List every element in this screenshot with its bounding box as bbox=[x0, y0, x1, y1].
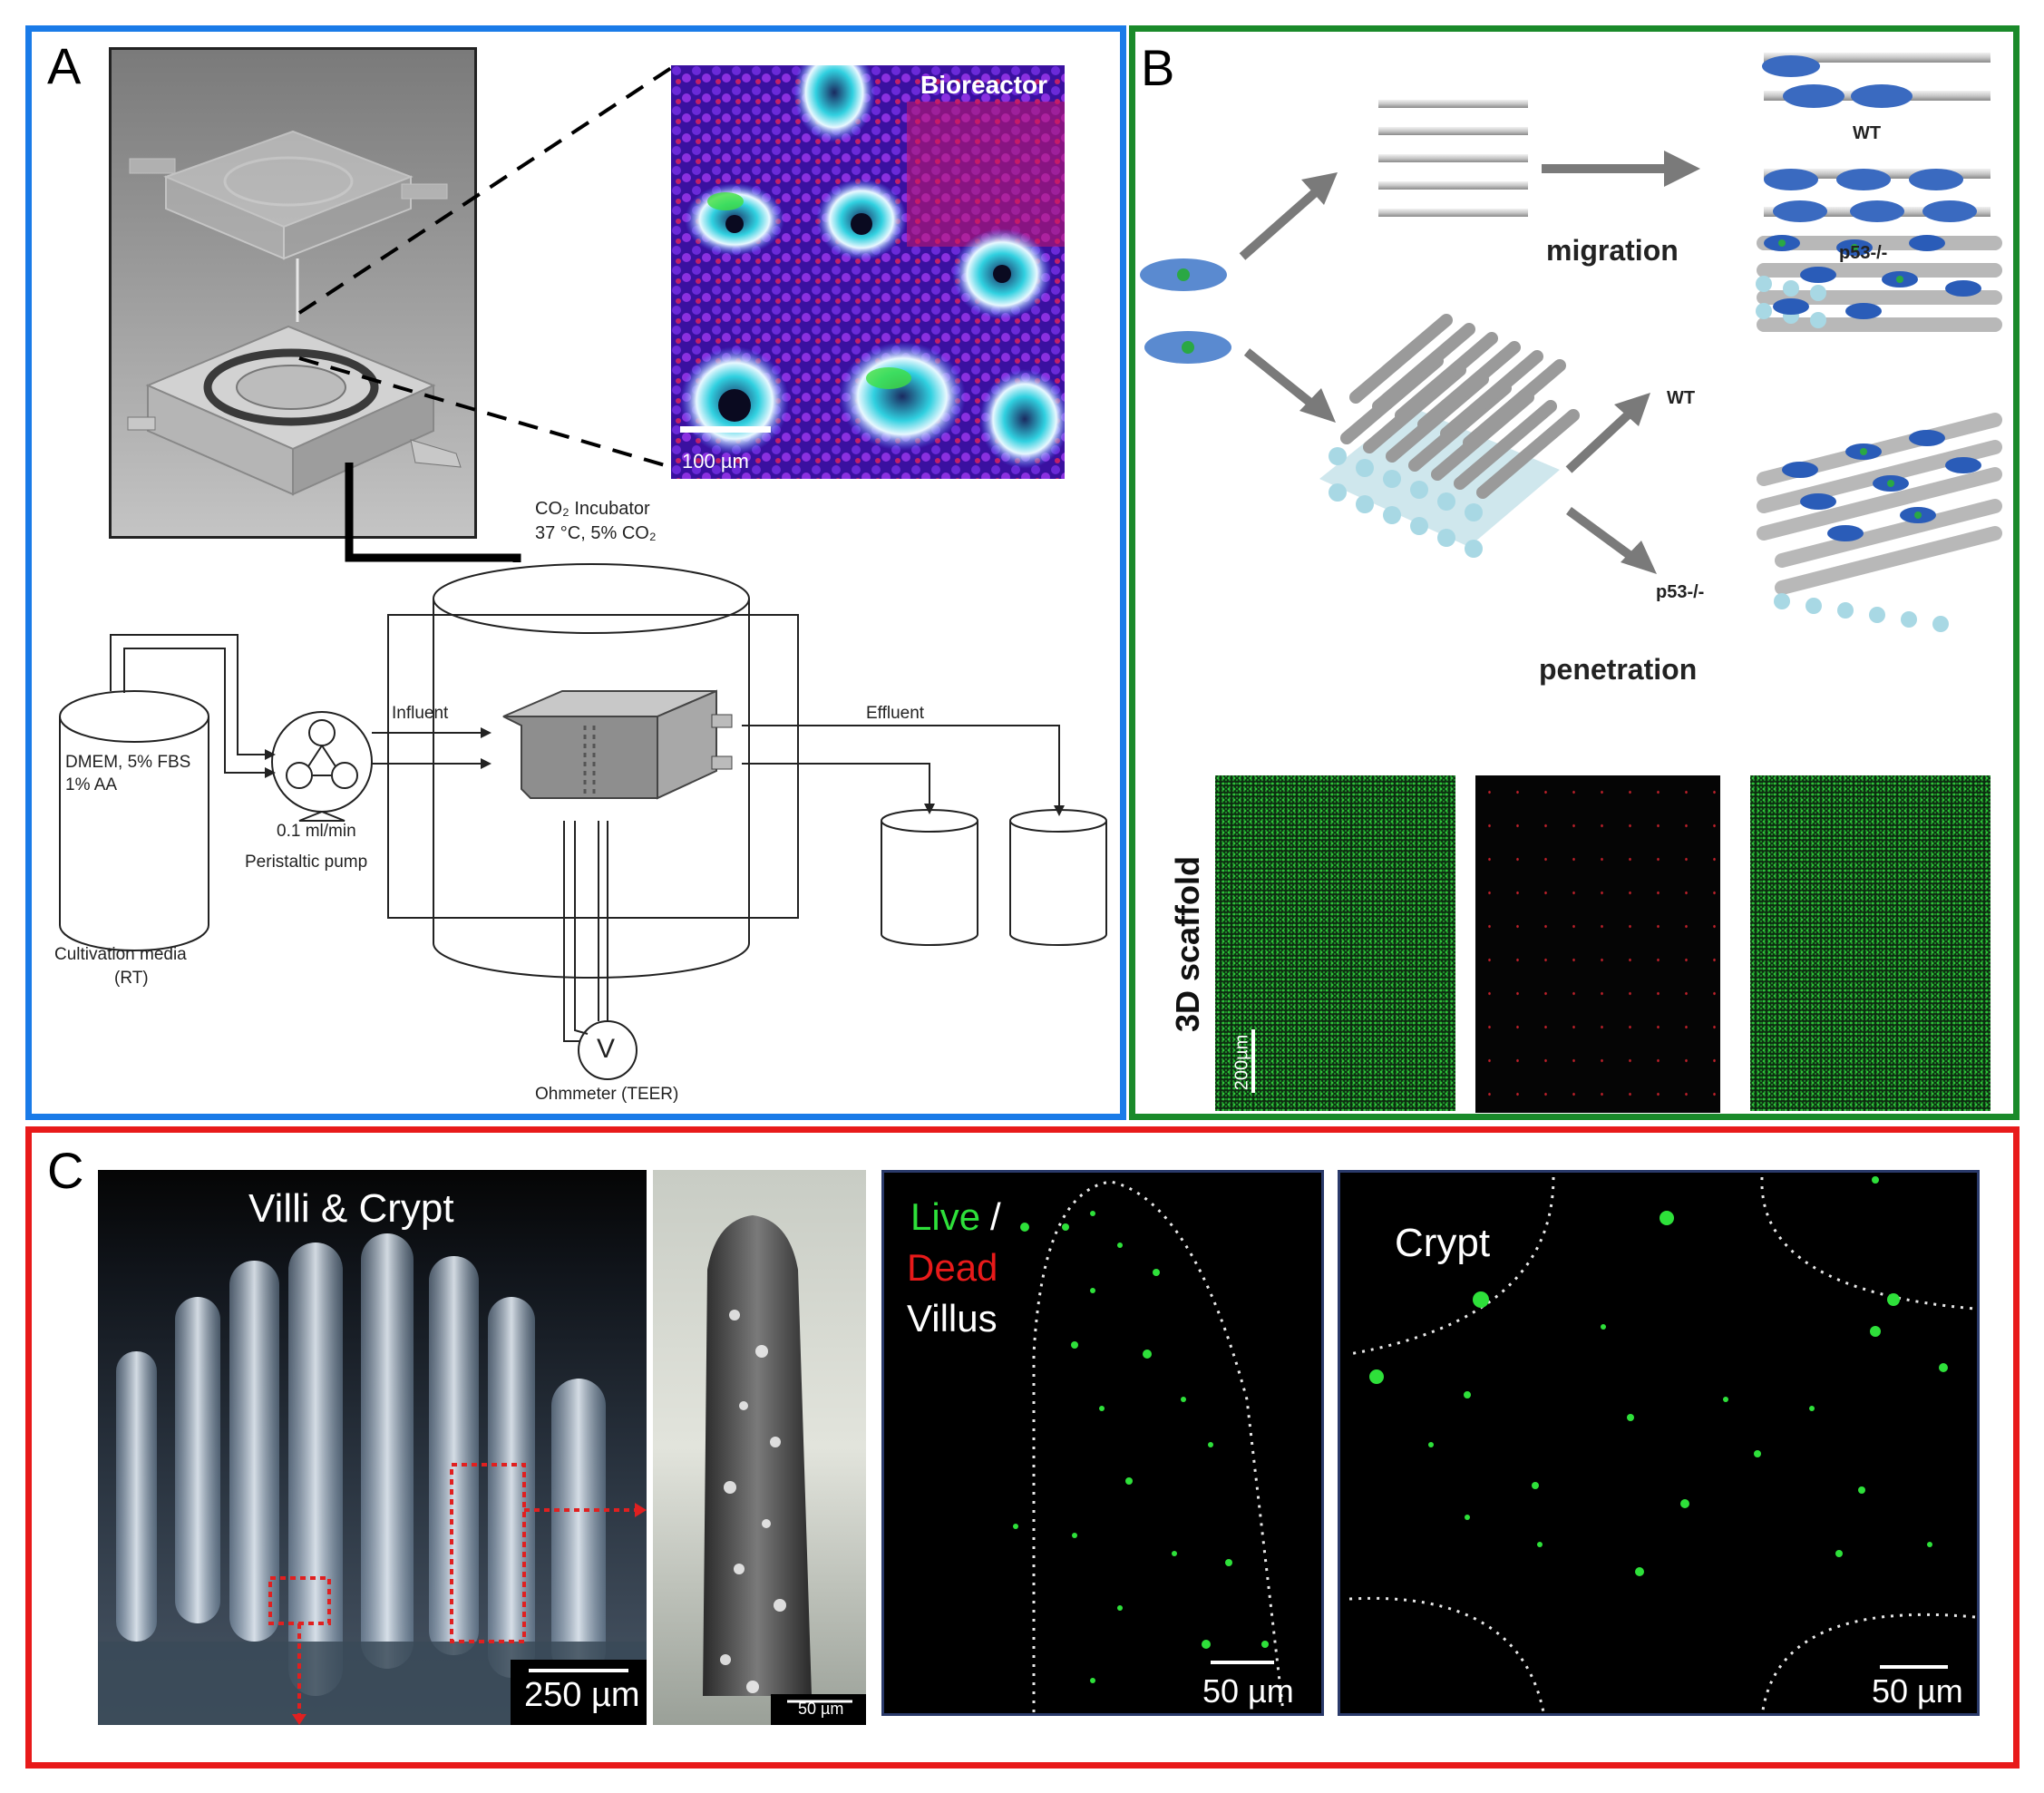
media-caption-line1: Cultivation media bbox=[54, 945, 187, 964]
voltmeter-symbol: V bbox=[597, 1034, 616, 1064]
villi-crypt-photo bbox=[98, 1170, 647, 1725]
panel-b-label: B bbox=[1141, 39, 1175, 96]
p53-mid-label: p53-/- bbox=[1656, 582, 1705, 602]
panel-a-label: A bbox=[47, 37, 82, 94]
penetration-label: penetration bbox=[1539, 653, 1698, 686]
flow-rate-label: 0.1 ml/min bbox=[277, 822, 356, 841]
cad-lid bbox=[129, 130, 448, 260]
crypt-label: Crypt bbox=[1395, 1221, 1491, 1265]
confocal-scale-bar-label: 100 µm bbox=[682, 450, 749, 473]
fluorescence-scale-bar bbox=[1251, 1029, 1255, 1093]
schematic-bioreactor bbox=[502, 689, 733, 800]
scaffold-3d-center bbox=[1319, 314, 1580, 558]
panel-b bbox=[1129, 25, 2020, 1120]
incubator-label-line2: 37 °C, 5% CO₂ bbox=[535, 523, 657, 543]
media-caption-line2: (RT) bbox=[114, 969, 149, 988]
fluorescence-image-3 bbox=[1750, 775, 1990, 1111]
pump-label: Peristaltic pump bbox=[245, 853, 368, 872]
scaffold-row-label: 3D scaffold bbox=[1169, 855, 1206, 1033]
live-dead-crypt-image bbox=[1338, 1170, 1980, 1716]
villi-title: Villi & Crypt bbox=[248, 1186, 454, 1231]
scaffold-wt-3d bbox=[1756, 235, 2002, 332]
cad-drawing bbox=[127, 130, 462, 496]
substrate-lines-2d bbox=[1378, 100, 1528, 217]
bioreactor-confocal-image bbox=[671, 65, 1065, 479]
live-label: Live bbox=[910, 1195, 981, 1238]
p53-top-label: p53-/- bbox=[1839, 243, 1888, 263]
media-label-line2: 1% AA bbox=[65, 775, 118, 794]
cad-bioreactor-render bbox=[109, 47, 477, 539]
panel-c bbox=[25, 1126, 2020, 1769]
zoom-dashed-lines bbox=[297, 66, 673, 562]
villus-label: Villus bbox=[907, 1297, 998, 1340]
wt-mid-label: WT bbox=[1667, 388, 1696, 408]
influent-label: Influent bbox=[392, 704, 449, 723]
single-villus-scale-label: 50 µm bbox=[798, 1700, 844, 1718]
dead-label: Dead bbox=[907, 1246, 998, 1289]
panel-a bbox=[25, 25, 1126, 1120]
media-label-line1: DMEM, 5% FBS bbox=[65, 753, 191, 772]
cad-base bbox=[127, 325, 462, 496]
migration-label: migration bbox=[1546, 234, 1679, 267]
fluorescence-image-1 bbox=[1215, 775, 1455, 1111]
single-villus-photo bbox=[653, 1170, 866, 1725]
ohmmeter-label: Ohmmeter (TEER) bbox=[535, 1085, 679, 1104]
substrate-wt-top bbox=[1762, 53, 1990, 108]
scaffold-schematic bbox=[1140, 53, 2002, 632]
fluorescence-scale-bar-label: 200µm bbox=[1231, 1034, 1252, 1091]
wt-top-label: WT bbox=[1853, 123, 1882, 143]
villi-scale-bar-label: 250 µm bbox=[524, 1676, 640, 1714]
scaffold-p53-3d bbox=[1757, 413, 2002, 632]
panel-c-label: C bbox=[47, 1142, 84, 1199]
confocal-label: Bioreactor bbox=[920, 71, 1048, 99]
crypt-scale-bar-label: 50 µm bbox=[1872, 1672, 1963, 1710]
fluorescence-image-2 bbox=[1475, 775, 1720, 1113]
perfusion-schematic bbox=[59, 563, 1107, 1080]
substrate-p53-top bbox=[1764, 169, 1990, 222]
incubator-label-line1: CO₂ Incubator bbox=[535, 499, 650, 519]
effluent-label: Effluent bbox=[866, 704, 925, 723]
villus-scale-bar-label: 50 µm bbox=[1202, 1672, 1294, 1710]
live-dead-villus-image bbox=[881, 1170, 1324, 1716]
cell-group-left bbox=[1140, 258, 1231, 364]
live-dead-slash: / bbox=[990, 1195, 1001, 1238]
